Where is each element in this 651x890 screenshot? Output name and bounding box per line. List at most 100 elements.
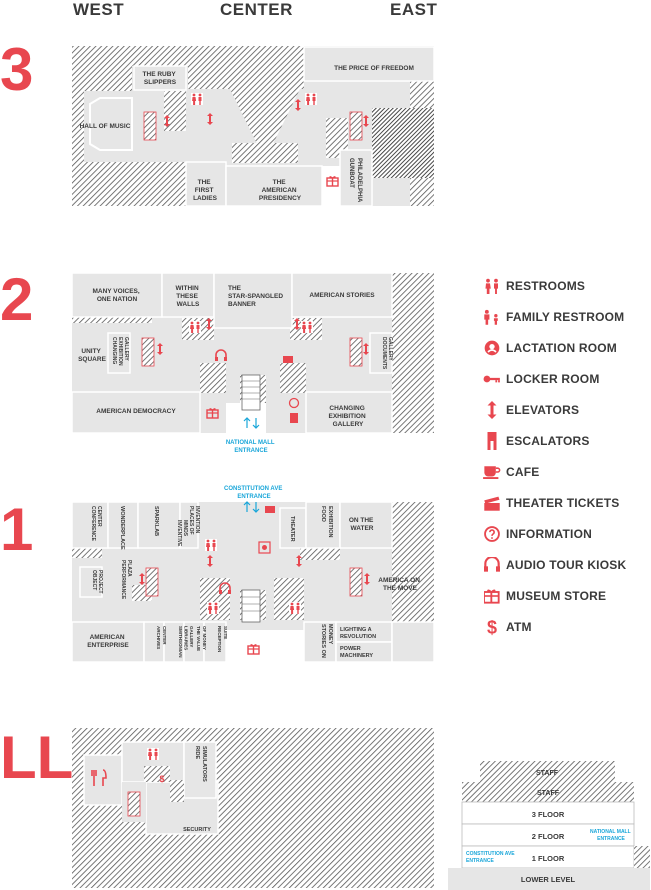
legend-label: MUSEUM STORE xyxy=(506,588,607,603)
american-democracy-label: AMERICAN DEMOCRACY xyxy=(96,408,176,415)
performance-plaza-label-2: PLAZA xyxy=(126,560,132,577)
star-spangled-label-2: STAR-SPANGLED xyxy=(228,293,283,300)
svg-text:AMERICAN ENTERPRISE: AMERICAN ENTERPRISE xyxy=(87,634,129,649)
american-enterprise-label-2: ENTERPRISE xyxy=(87,642,129,649)
family-restroom-icon xyxy=(478,309,506,325)
legend-locker-room: LOCKER ROOM xyxy=(478,363,650,394)
on-the-water-label: ON THE xyxy=(349,517,374,524)
legend-label: THEATER TICKETS xyxy=(506,495,620,510)
floor-1-plan: CONSTITUTION AVE ENTRANCE xyxy=(71,486,435,663)
first-ladies-label: THE xyxy=(198,179,212,186)
legend-label: LACTATION ROOM xyxy=(506,340,618,355)
changing-gallery-left-label: CHANGING xyxy=(111,337,117,364)
svg-text:CONSTITUTION AVE ENTRANC: CONSTITUTION AVE ENTRANCE xyxy=(224,486,284,500)
reception-suite-label-2: SUITE xyxy=(223,626,228,639)
inventive-minds-label-2: MINDS xyxy=(182,520,188,537)
archives-center-label: ARCHIVES xyxy=(156,626,161,649)
svg-text:PERFORMANCE PLAZA: PERFORMANCE PLAZA xyxy=(120,560,132,601)
svg-text:NATIONAL MALL ENTRANCE: NATIONAL MALL ENTRANCE xyxy=(226,440,276,454)
ruby-slippers-label-2: SLIPPERS xyxy=(144,79,177,86)
presidency-label-3: PRESIDENCY xyxy=(259,195,302,202)
floor-1-number: 1 xyxy=(0,496,34,563)
lighting-revolution-label: LIGHTING A xyxy=(340,627,372,633)
svg-text:THE FIRST LADIES: THE FIRST LADIES xyxy=(193,179,218,202)
first-ladies-label-2: FIRST xyxy=(195,187,214,194)
documents-gallery-label: DOCUMENTS xyxy=(381,337,387,370)
svg-text:THE STAR-SPANGLED: THE STAR-SPANGLED BANNER xyxy=(228,285,285,308)
power-machinery-label-2: MACHINERY xyxy=(340,653,373,659)
value-of-money-label: THE VALUE xyxy=(196,626,201,651)
section-floor-3-label: 3 FLOOR xyxy=(532,810,565,819)
security-label: SECURITY xyxy=(183,827,211,833)
cafe-icon xyxy=(478,465,506,479)
svg-text:POWER MACHINERY: POWER MACHINERY xyxy=(340,646,373,659)
hall-of-music-label: HALL OF MUSIC xyxy=(80,123,131,130)
inventive-minds-label: INVENTIVE xyxy=(176,520,182,547)
section-staff-top-label: STAFF xyxy=(536,770,559,777)
theater-label: THEATER xyxy=(289,516,295,542)
section-staff-label: STAFF xyxy=(537,790,560,797)
object-project-label-2: PROJECT xyxy=(97,570,103,594)
svg-text:LIGHTING A REVOLUTION: LIGHTING A REVOLUTION xyxy=(340,627,376,640)
direction-center: CENTER xyxy=(220,0,293,19)
floor-ll-number: LL xyxy=(0,724,74,791)
svg-text:CHANGING EXHIBITION: CHANGING EXHIBITION GALLERY xyxy=(328,405,367,428)
stories-on-money-label-2: MONEY xyxy=(327,624,333,645)
svg-text:GUNBOAT PHILADELPHIA: GUNBOAT PHILADELPHIA xyxy=(348,158,362,203)
section-floor-1-label: 1 FLOOR xyxy=(532,854,565,863)
svg-text:RIDE SIMULATORS: RIDE SIMULATORS xyxy=(194,746,207,782)
information-icon xyxy=(478,525,506,542)
svg-text:CHANGING EXHIBITION: CHANGING EXHIBITION GALLERY xyxy=(111,337,129,367)
section-lower-level-label: LOWER LEVEL xyxy=(521,875,576,884)
floor-2-number: 2 xyxy=(0,266,34,333)
svg-text:AMERICA ON THE MOVE: AMERICA ON THE MOVE xyxy=(378,577,421,592)
svg-text:OBJECT PROJECT: OBJECT PROJECT xyxy=(91,570,103,594)
america-on-the-move-label: AMERICA ON xyxy=(378,577,420,584)
presidency-label-2: AMERICAN xyxy=(262,187,297,194)
gunboat-label-2: PHILADELPHIA xyxy=(356,158,362,203)
legend-cafe: CAFE xyxy=(478,456,650,487)
legend-label: ESCALATORS xyxy=(506,433,590,448)
direction-west: WEST xyxy=(73,0,125,19)
changing-gallery-right-label-3: GALLERY xyxy=(333,421,364,428)
map-legend: RESTROOMS FAMILY RESTROOM LACTATION ROOM… xyxy=(478,270,650,642)
america-on-the-move-label-2: THE MOVE xyxy=(383,585,418,592)
elevator-icon xyxy=(478,400,506,419)
star-spangled-label-3: BANNER xyxy=(228,301,256,308)
constitution-entrance-label: CONSTITUTION AVE xyxy=(224,486,282,492)
svg-text:$: $ xyxy=(487,618,497,636)
section-floor-2-label: 2 FLOOR xyxy=(532,832,565,841)
svg-text:SMITHSONIAN LIBRARIES: SMITHSONIAN LIBRARIES GALLERY xyxy=(178,626,194,659)
unity-square-label: UNITY xyxy=(81,348,101,355)
reception-suite-label: RECEPTION xyxy=(217,626,222,652)
legend-elevators: ELEVATORS xyxy=(478,394,650,425)
legend-label: ATM xyxy=(506,619,532,634)
places-of-invention-label-2: INVENTION xyxy=(194,506,200,534)
legend-audio-tour: AUDIO TOUR KIOSK xyxy=(478,549,650,580)
smithsonian-libraries-label-3: GALLERY xyxy=(189,626,194,647)
changing-gallery-left-label-2: EXHIBITION xyxy=(117,337,123,366)
legend-label: INFORMATION xyxy=(506,526,592,541)
building-section-diagram: STAFF STAFF 3 FLOOR 2 FLOOR 1 FLOOR LOWE… xyxy=(448,761,650,890)
price-of-freedom-label: THE PRICE OF FREEDOM xyxy=(334,65,414,72)
svg-text:INVENTIVE MINDS: INVENTIVE MINDS xyxy=(176,520,188,548)
svg-text:FOOD EXHIBITION: FOOD EXHIBITION xyxy=(320,506,333,538)
svg-text:UNITY SQUARE: UNITY SQUARE xyxy=(78,348,106,363)
escalator-icon xyxy=(478,431,506,450)
ride-simulators-label-2: SIMULATORS xyxy=(201,746,207,782)
svg-text:CONSTITUTION AVE ENTRANC: CONSTITUTION AVE ENTRANCE xyxy=(466,851,516,864)
legend-museum-store: MUSEUM STORE xyxy=(478,580,650,611)
legend-atm: $ ATM xyxy=(478,611,650,642)
star-spangled-label: THE xyxy=(228,285,242,292)
svg-text:THE RUBY SLIPPERS: THE RUBY SLIPPERS xyxy=(143,71,178,86)
performance-plaza-label: PERFORMANCE xyxy=(120,560,126,600)
svg-text:DOCUMENTS GALLERY: DOCUMENTS GALLERY xyxy=(381,337,393,371)
legend-label: CAFE xyxy=(506,464,540,479)
changing-gallery-right-label-2: EXHIBITION xyxy=(328,413,366,420)
legend-escalators: ESCALATORS xyxy=(478,425,650,456)
sparklab-label: SPARKLAB xyxy=(153,506,159,536)
svg-text:ARCHIVES CENTER: ARCHIVES CENTER xyxy=(156,626,167,651)
smithsonian-libraries-label: SMITHSONIAN xyxy=(178,626,183,658)
svg-text:THE VALUE OF MONEY: THE VALUE OF MONEY xyxy=(196,626,207,652)
